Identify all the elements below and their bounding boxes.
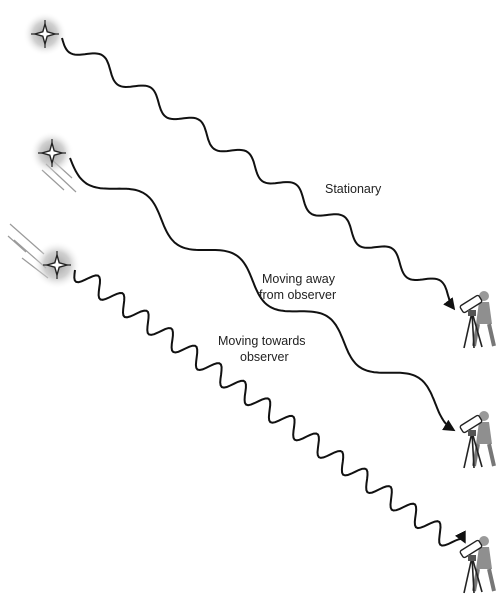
source-moving-away bbox=[30, 131, 76, 192]
label-away-line1: Moving away bbox=[262, 272, 336, 286]
source-moving-towards bbox=[8, 224, 81, 289]
source-stationary bbox=[23, 12, 67, 56]
label-towards-line1: Moving towards bbox=[218, 334, 306, 348]
telescope-observer-icon bbox=[460, 411, 494, 468]
label-stationary: Stationary bbox=[325, 182, 382, 196]
telescope-observer-icon bbox=[460, 536, 494, 593]
wave-stationary bbox=[62, 38, 454, 308]
label-away-line2: from observer bbox=[259, 288, 336, 302]
label-towards-line2: observer bbox=[240, 350, 289, 364]
telescope-observer-icon bbox=[460, 291, 494, 348]
wave-moving-towards bbox=[74, 270, 464, 546]
